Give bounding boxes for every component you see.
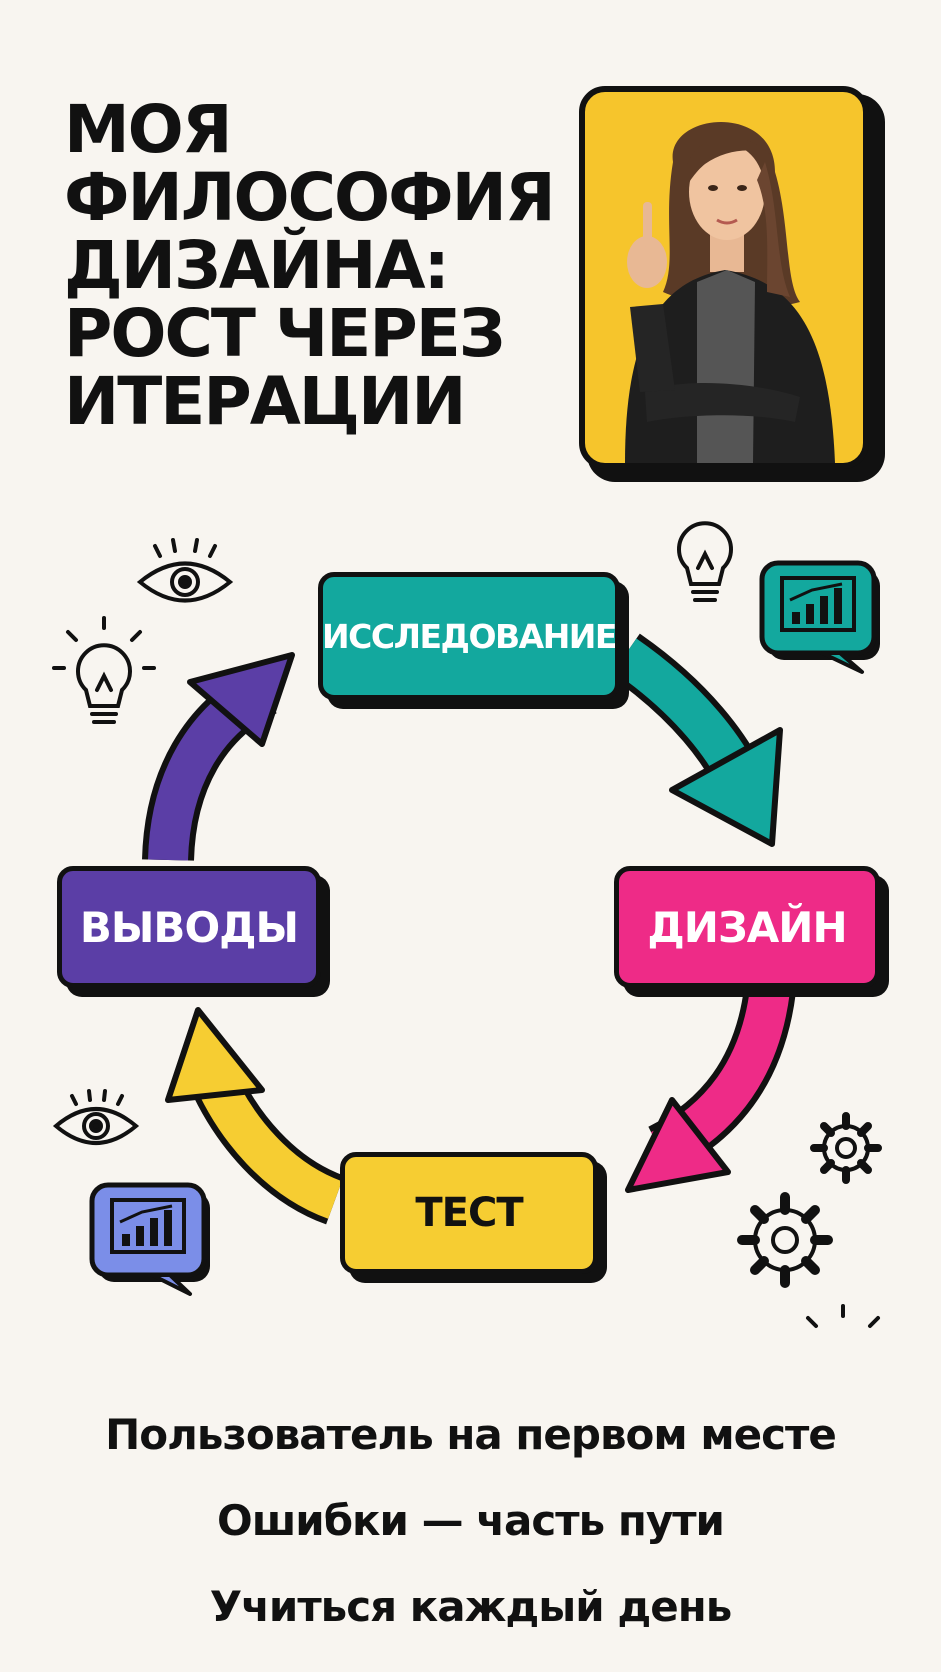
principle-item: Учиться каждый день <box>209 1582 733 1631</box>
analytics-chat-icon <box>759 560 880 674</box>
woman-pointing-illustration <box>625 122 835 463</box>
principle-item: Пользователь на первом месте <box>105 1410 837 1459</box>
eye-icon <box>136 538 234 603</box>
lightbulb-icon <box>806 1304 880 1328</box>
principles-list: Пользователь на первом месте Ошибки — ча… <box>0 1392 941 1650</box>
lightbulb-icon <box>677 521 733 602</box>
gear-icon <box>737 1192 833 1288</box>
principle-item: Ошибки — часть пути <box>216 1496 725 1545</box>
title-line: Моя <box>64 91 233 168</box>
title-line: философия <box>64 159 556 236</box>
arrow-design-to-test <box>625 986 796 1193</box>
arrow-test-to-conclusions <box>165 1007 345 1225</box>
page-title: Моя философия дизайна: рост через итерац… <box>64 96 584 436</box>
iteration-cycle-diagram <box>52 521 882 1328</box>
gear-icon <box>810 1112 882 1184</box>
eye-icon <box>52 1089 140 1145</box>
stage-research: ИССЛЕДОВАНИЕ <box>318 572 620 700</box>
arrow-research-to-design <box>610 633 783 847</box>
title-line: итерации <box>64 363 467 440</box>
lightbulb-icon <box>52 616 156 724</box>
stage-test: ТЕСТ <box>340 1152 598 1274</box>
analytics-chat-icon <box>89 1182 210 1296</box>
portrait-photo <box>579 86 869 469</box>
stage-design: ДИЗАЙН <box>614 866 880 988</box>
arrow-conclusions-to-research <box>142 652 295 862</box>
stage-conclusions: ВЫВОДЫ <box>57 866 321 988</box>
title-line: рост через <box>64 295 506 372</box>
title-line: дизайна: <box>64 227 450 304</box>
